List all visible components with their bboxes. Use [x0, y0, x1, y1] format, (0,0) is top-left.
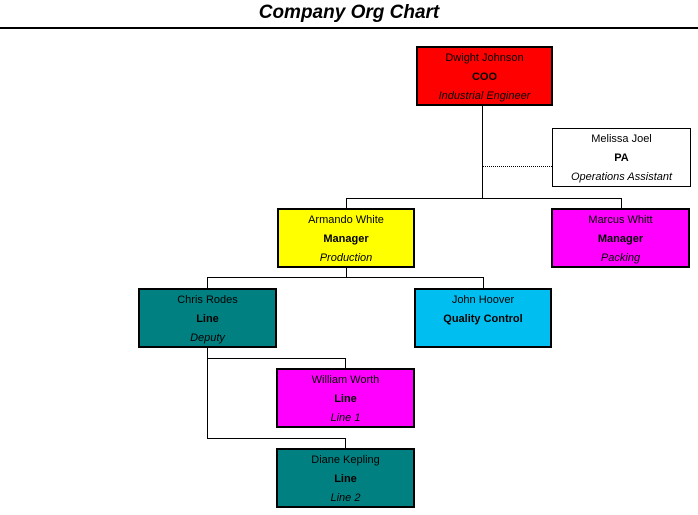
title-underline: [0, 27, 698, 29]
org-node-line-1[interactable]: William Worth Line Line 1: [276, 368, 415, 428]
node-role: Manager: [323, 233, 369, 245]
node-role: Manager: [597, 233, 644, 245]
node-name: Armando White: [308, 214, 384, 226]
org-node-manager-packing[interactable]: Marcus Whitt Manager Packing: [551, 208, 690, 268]
connector-production-in: [346, 198, 347, 208]
node-name: Diane Kepling: [311, 454, 380, 466]
connector-managers-bus: [346, 198, 622, 199]
node-role: Line: [334, 393, 357, 405]
connector-william-branch: [207, 358, 346, 359]
connector-production-drop: [346, 268, 347, 277]
node-detail: Line 2: [330, 492, 361, 504]
node-name: Dwight Johnson: [445, 52, 524, 64]
node-name: Melissa Joel: [591, 133, 652, 145]
node-detail: Operations Assistant: [570, 171, 673, 183]
node-name: John Hoover: [451, 294, 515, 306]
connector-john-in: [483, 277, 484, 288]
node-role: PA: [614, 152, 629, 164]
node-name: Chris Rodes: [177, 294, 238, 306]
node-name: Marcus Whitt: [588, 214, 653, 226]
org-node-manager-production[interactable]: Armando White Manager Production: [277, 208, 415, 268]
connector-chris-drop: [207, 348, 208, 438]
connector-diane-in: [345, 438, 346, 448]
org-node-line-deputy[interactable]: Chris Rodes Line Deputy: [138, 288, 277, 348]
node-role: Line: [196, 313, 219, 325]
node-detail: Packing: [600, 252, 641, 264]
connector-coo-drop: [482, 106, 483, 198]
page-title: Company Org Chart: [258, 2, 440, 23]
node-detail: Production: [319, 252, 373, 264]
node-role: COO: [471, 71, 498, 83]
node-detail: Deputy: [190, 332, 225, 344]
org-node-pa[interactable]: Melissa Joel PA Operations Assistant: [552, 128, 691, 187]
node-role: Line: [334, 473, 357, 485]
connector-assistant-dotted: [482, 166, 552, 167]
org-node-quality-control[interactable]: John Hoover Quality Control: [414, 288, 552, 348]
connector-william-in: [345, 358, 346, 368]
connector-chris-in: [207, 277, 208, 288]
org-node-line-2[interactable]: Diane Kepling Line Line 2: [276, 448, 415, 508]
node-name: William Worth: [311, 374, 380, 386]
node-detail: Line 1: [330, 412, 361, 424]
node-role: Quality Control: [443, 313, 523, 325]
node-detail: Industrial Engineer: [438, 90, 531, 102]
connector-lines-bus: [207, 277, 483, 278]
connector-packing-in: [621, 198, 622, 208]
org-node-coo[interactable]: Dwight Johnson COO Industrial Engineer: [416, 46, 553, 106]
connector-diane-branch: [207, 438, 346, 439]
